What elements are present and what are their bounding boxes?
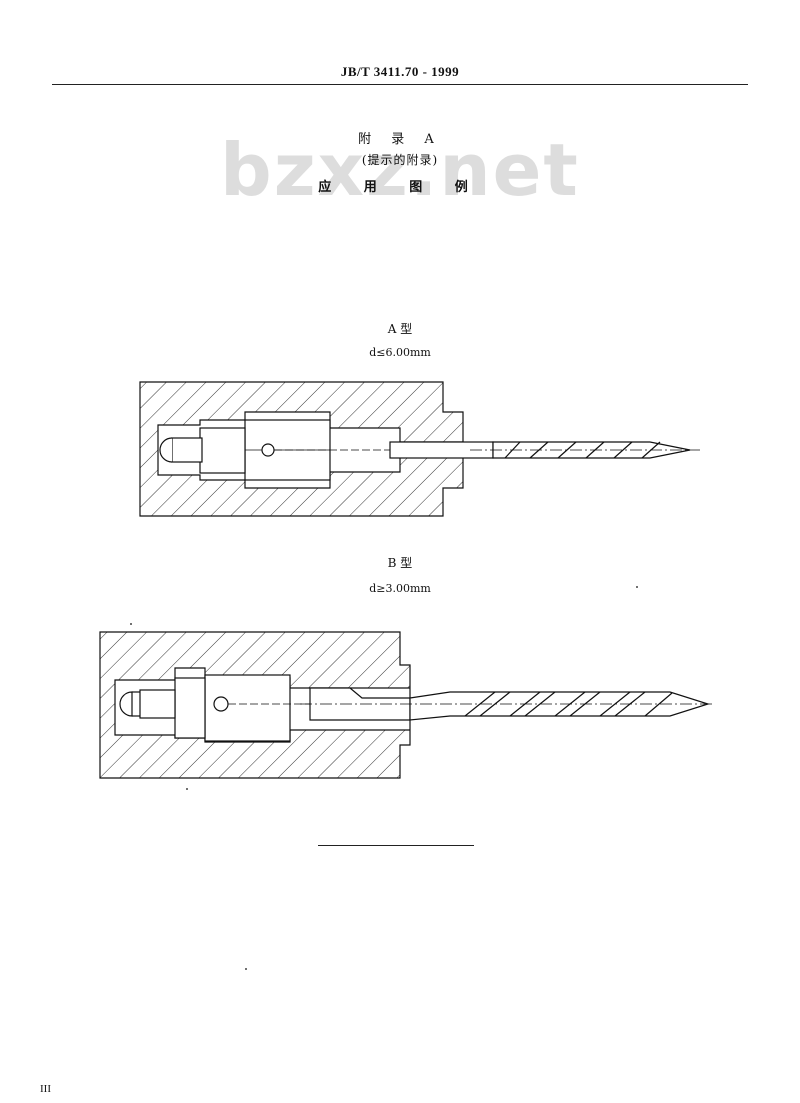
figure-b-ball-end bbox=[119, 691, 133, 717]
scan-speck bbox=[636, 586, 638, 588]
figure-a-nut bbox=[199, 427, 246, 474]
scan-speck bbox=[186, 788, 188, 790]
figure-b-condition: d≥3.00mm bbox=[369, 582, 431, 595]
figure-b-pin-hole bbox=[213, 696, 229, 712]
standard-code-header: JB/T 3411.70 - 1999 bbox=[340, 64, 460, 79]
annex-subtitle: (提示的附录) bbox=[361, 153, 439, 167]
figure-a-drawing bbox=[139, 381, 700, 517]
end-of-annex-rule bbox=[318, 845, 474, 846]
scan-speck bbox=[245, 968, 247, 970]
figure-a-ball-end bbox=[159, 437, 173, 463]
annex-heading: 应 用 图 例 bbox=[318, 180, 482, 195]
figure-b-type-label: B 型 bbox=[387, 556, 413, 570]
figure-b-stop-screw bbox=[139, 689, 176, 719]
figure-b-nut bbox=[174, 677, 206, 739]
header-rule bbox=[52, 84, 748, 85]
figure-a-type-label: A 型 bbox=[387, 322, 413, 336]
annex-title: 附 录 A bbox=[358, 132, 442, 147]
scan-speck bbox=[130, 623, 132, 625]
figure-b-drawing bbox=[99, 631, 715, 779]
figure-a-pin-hole bbox=[261, 443, 275, 457]
page-number: III bbox=[40, 1083, 51, 1095]
figure-b-drill-bit bbox=[409, 691, 710, 721]
figure-a-stop-screw bbox=[171, 437, 203, 463]
figure-a-condition: d≤6.00mm bbox=[369, 346, 431, 359]
